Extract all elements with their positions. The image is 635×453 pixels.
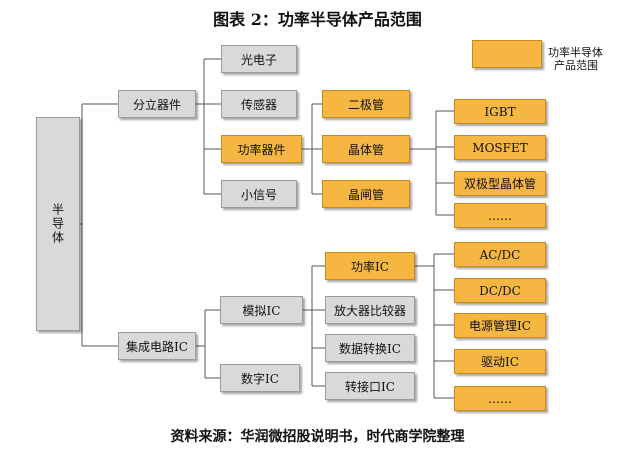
figure-title: 图表 2：功率半导体产品范围 (213, 10, 422, 29)
node-data-converter: 数据转换IC (325, 334, 415, 362)
node-igbt: IGBT (454, 99, 546, 124)
node-semiconductor: 半导体 (36, 117, 80, 331)
node-bjt: 双极型晶体管 (454, 171, 546, 196)
node-transistor: 晶体管 (322, 135, 410, 163)
node-optoelectronic: 光电子 (221, 45, 297, 73)
legend-swatch (472, 40, 542, 68)
node-power-management-ic: 电源管理IC (454, 313, 546, 338)
node-interface-ic: 转接口IC (325, 372, 415, 400)
node-sensor: 传感器 (221, 90, 297, 118)
node-diode: 二极管 (322, 90, 410, 118)
node-mosfet: MOSFET (454, 135, 546, 160)
node-power-ic: 功率IC (325, 252, 415, 280)
source-note: 资料来源：华润微招股说明书，时代商学院整理 (170, 429, 465, 445)
node-thyristor: 晶闸管 (322, 180, 410, 208)
node-more-ic: …… (454, 386, 546, 411)
node-dcdc: DC/DC (454, 278, 546, 303)
legend-label: 功率半导体 产品范围 (548, 46, 634, 72)
node-power-device: 功率器件 (221, 135, 302, 163)
node-small-signal: 小信号 (221, 180, 297, 208)
node-discrete-devices: 分立器件 (118, 90, 196, 118)
node-analog-ic: 模拟IC (220, 296, 303, 324)
legend-label-line1: 功率半导体 (548, 46, 603, 59)
legend-label-line2: 产品范围 (554, 59, 598, 72)
node-more-discrete: …… (454, 203, 546, 228)
node-driver-ic: 驱动IC (454, 349, 546, 374)
node-digital-ic: 数字IC (220, 364, 300, 392)
node-acdc: AC/DC (454, 242, 546, 267)
node-integrated-circuit: 集成电路IC (118, 332, 196, 360)
node-amplifier-comparator: 放大器比较器 (325, 296, 415, 324)
